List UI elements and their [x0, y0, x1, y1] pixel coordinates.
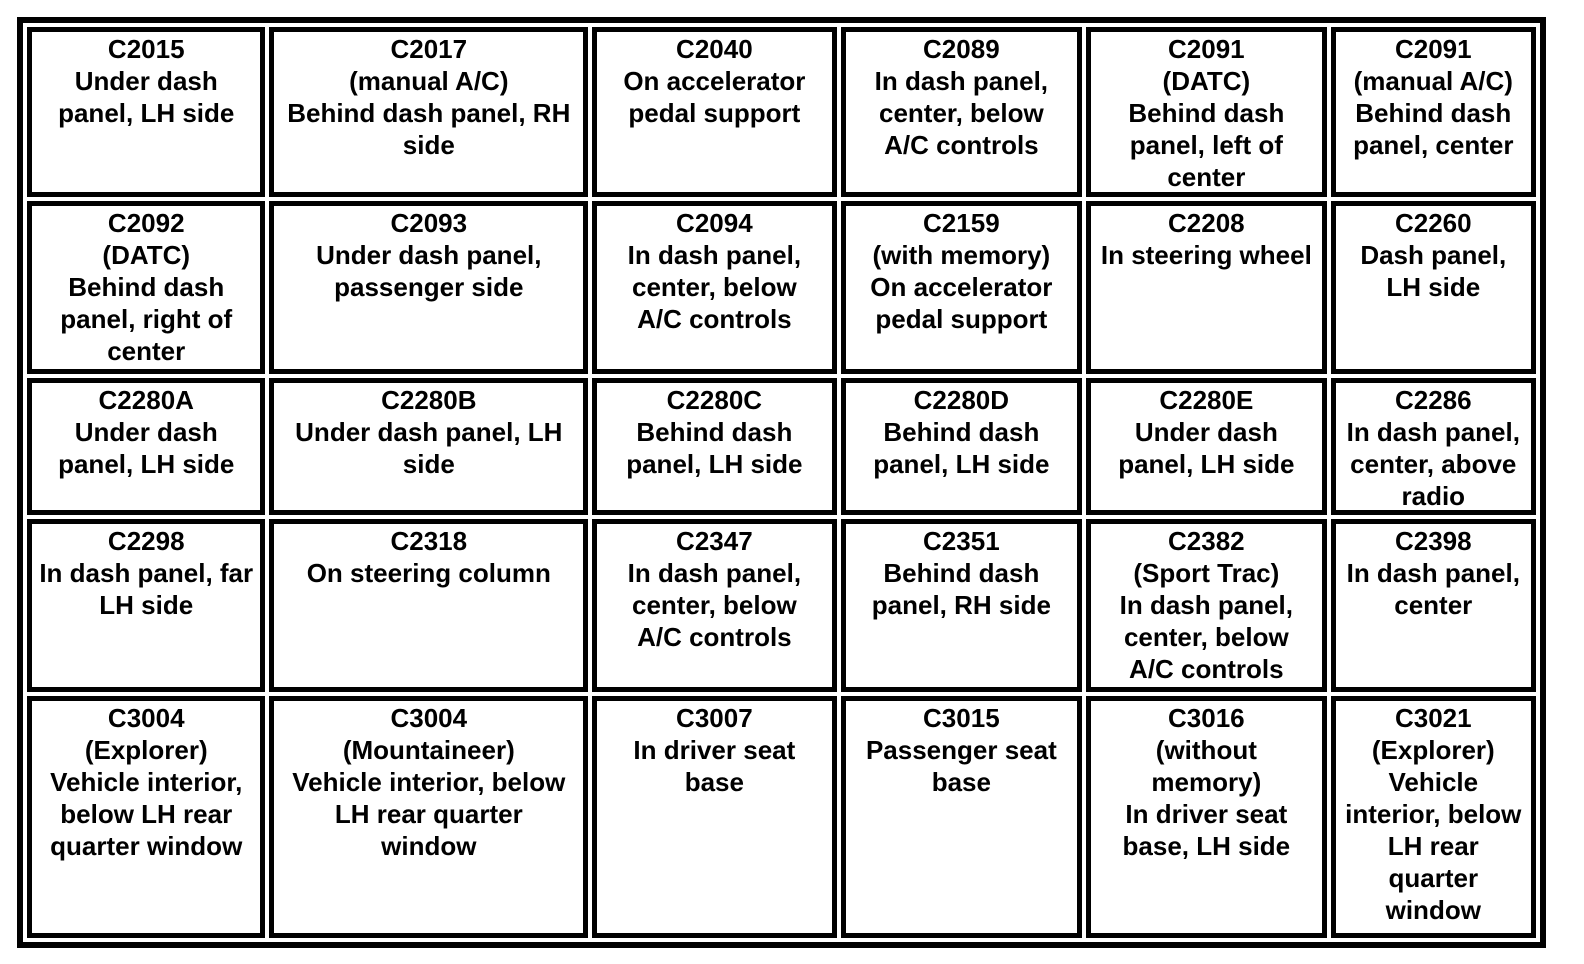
table-cell: C3016(without memory) In driver seat bas… — [1086, 695, 1327, 938]
connector-location: In dash panel, center, above radio — [1346, 416, 1520, 511]
connector-location: (manual A/C) Behind dash panel, center — [1353, 66, 1514, 160]
connector-location: (manual A/C) Behind dash panel, RH side — [287, 66, 571, 160]
connector-code: C3021 — [1394, 702, 1472, 733]
connector-code: C2286 — [1394, 384, 1472, 415]
connector-code: C2089 — [923, 34, 1000, 64]
connector-code: C2280A — [98, 384, 194, 415]
connector-location: On accelerator pedal support — [623, 66, 806, 128]
connector-location: (Explorer) Vehicle interior, below LH re… — [50, 734, 243, 861]
connector-location: Under dash panel, LH side — [58, 66, 235, 128]
connector-code: C2094 — [676, 207, 753, 238]
connector-location: Behind dash panel, LH side — [873, 416, 1050, 479]
connector-location: (Sport Trac) In dash panel, center, belo… — [1119, 557, 1294, 684]
connector-code: C2159 — [923, 207, 1000, 238]
connector-location: Behind dash panel, RH side — [871, 557, 1051, 620]
connector-code: C3007 — [676, 702, 753, 733]
table-cell: C2017(manual A/C) Behind dash panel, RH … — [269, 27, 589, 197]
connector-code: C2298 — [107, 525, 185, 556]
connector-location: In dash panel, center — [1346, 557, 1520, 620]
connector-location: (with memory) On accelerator pedal suppo… — [870, 239, 1053, 334]
table-cell: C2091(manual A/C) Behind dash panel, cen… — [1330, 27, 1536, 197]
connector-location: Under dash panel, passenger side — [316, 239, 542, 302]
connector-code: C3016 — [1168, 702, 1245, 733]
connector-location: Under dash panel, LH side — [295, 416, 563, 479]
connector-location: (DATC) Behind dash panel, left of center — [1128, 66, 1285, 192]
connector-location: Passenger seat base — [865, 734, 1057, 797]
connector-code: C2040 — [676, 34, 753, 64]
connector-code: C3015 — [923, 702, 1000, 733]
connector-code: C2091 — [1394, 34, 1472, 64]
connector-location: (Explorer) Vehicle interior, below LH re… — [1345, 734, 1522, 925]
connector-code: C2280D — [913, 384, 1010, 415]
connector-code: C2318 — [390, 525, 468, 556]
table-cell: C3021(Explorer) Vehicle interior, below … — [1330, 695, 1536, 938]
connector-code: C2280E — [1159, 384, 1254, 415]
connector-location: Behind dash panel, LH side — [626, 416, 803, 479]
table-cell: C3004(Mountaineer) Vehicle interior, bel… — [269, 695, 589, 938]
connector-code: C2382 — [1168, 525, 1245, 556]
table-cell: C2092(DATC) Behind dash panel, right of … — [27, 200, 266, 374]
connector-location: Dash panel, LH side — [1360, 239, 1507, 302]
connector-code: C2092 — [107, 207, 185, 238]
connector-code: C2280C — [666, 384, 763, 415]
connector-code: C2260 — [1394, 207, 1472, 238]
connector-code: C2017 — [390, 34, 468, 64]
connector-code: C2351 — [923, 525, 1000, 556]
connector-code: C2398 — [1394, 525, 1472, 556]
connector-location: In dash panel, center, below A/C control… — [874, 66, 1049, 160]
table-cell: C2382(Sport Trac) In dash panel, center,… — [1086, 518, 1327, 692]
connector-location: (Mountaineer) Vehicle interior, below LH… — [292, 734, 566, 861]
connector-location: (without memory) In driver seat base, LH… — [1122, 734, 1291, 861]
connector-code: C2280B — [381, 384, 477, 415]
connector-location: (DATC) Behind dash panel, right of cente… — [60, 239, 233, 366]
connector-location: In dash panel, center, below A/C control… — [627, 557, 802, 652]
connector-code: C2015 — [107, 34, 185, 64]
connector-code: C2347 — [676, 525, 753, 556]
table-cell: C2091(DATC) Behind dash panel, left of c… — [1086, 27, 1327, 197]
connector-location: Under dash panel, LH side — [1118, 416, 1295, 479]
connector-code: C2093 — [390, 207, 468, 238]
connector-code: C2091 — [1168, 34, 1245, 64]
table-cell: C3004(Explorer) Vehicle interior, below … — [27, 695, 266, 938]
table-cell: C2159(with memory) On accelerator pedal … — [840, 200, 1083, 374]
connector-location: On steering column — [306, 557, 551, 588]
connector-location: In driver seat base — [633, 734, 796, 797]
connector-location: Under dash panel, LH side — [58, 416, 235, 479]
connector-code: C2208 — [1168, 207, 1245, 238]
connector-code: C3004 — [107, 702, 185, 733]
connector-code: C3004 — [390, 702, 468, 733]
connector-location: In dash panel, far LH side — [39, 557, 254, 620]
connector-location: In steering wheel — [1100, 239, 1312, 270]
connector-location: In dash panel, center, below A/C control… — [627, 239, 802, 334]
